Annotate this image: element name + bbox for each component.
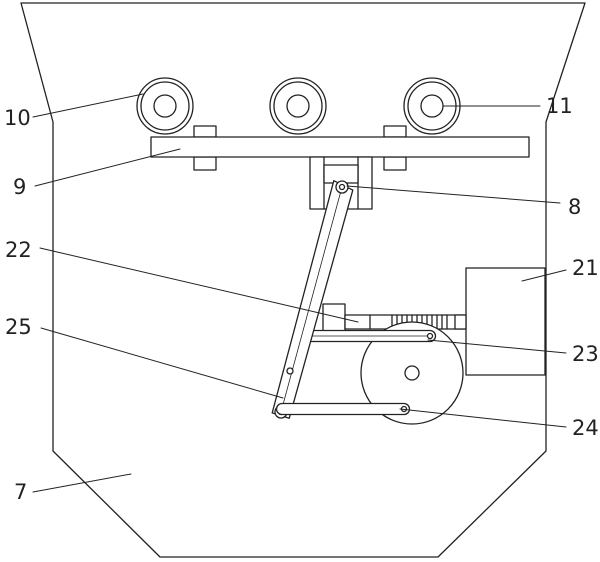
beam-foot-left bbox=[193, 156, 217, 171]
drive-disc bbox=[360, 321, 464, 425]
leader-9 bbox=[34, 148, 181, 187]
leader-24 bbox=[399, 408, 567, 428]
leader-23 bbox=[427, 339, 567, 354]
leader-21 bbox=[521, 269, 567, 282]
beam-foot-right bbox=[383, 156, 407, 171]
leader-25 bbox=[40, 327, 284, 399]
roller-center bbox=[269, 77, 327, 135]
roller-left bbox=[136, 77, 194, 135]
roller-mount-left-top bbox=[193, 125, 217, 138]
label-23: 23 bbox=[572, 342, 599, 366]
label-24: 24 bbox=[572, 416, 599, 440]
label-11: 11 bbox=[546, 94, 573, 118]
label-8: 8 bbox=[568, 195, 582, 219]
leader-7 bbox=[32, 473, 132, 493]
roller-mount-right-top bbox=[383, 125, 407, 138]
support-beam bbox=[150, 136, 530, 158]
label-7: 7 bbox=[14, 480, 28, 504]
leader-8 bbox=[346, 185, 561, 204]
label-10: 10 bbox=[4, 106, 31, 130]
label-9: 9 bbox=[13, 175, 27, 199]
upper-link-rod bbox=[293, 329, 437, 343]
swing-arm bbox=[271, 180, 354, 419]
leader-10 bbox=[32, 93, 144, 118]
motor-box bbox=[465, 267, 546, 376]
lower-link-rod bbox=[275, 402, 411, 416]
label-25: 25 bbox=[5, 315, 32, 339]
leader-22 bbox=[39, 247, 359, 323]
label-21: 21 bbox=[572, 256, 599, 280]
label-22: 22 bbox=[5, 238, 32, 262]
